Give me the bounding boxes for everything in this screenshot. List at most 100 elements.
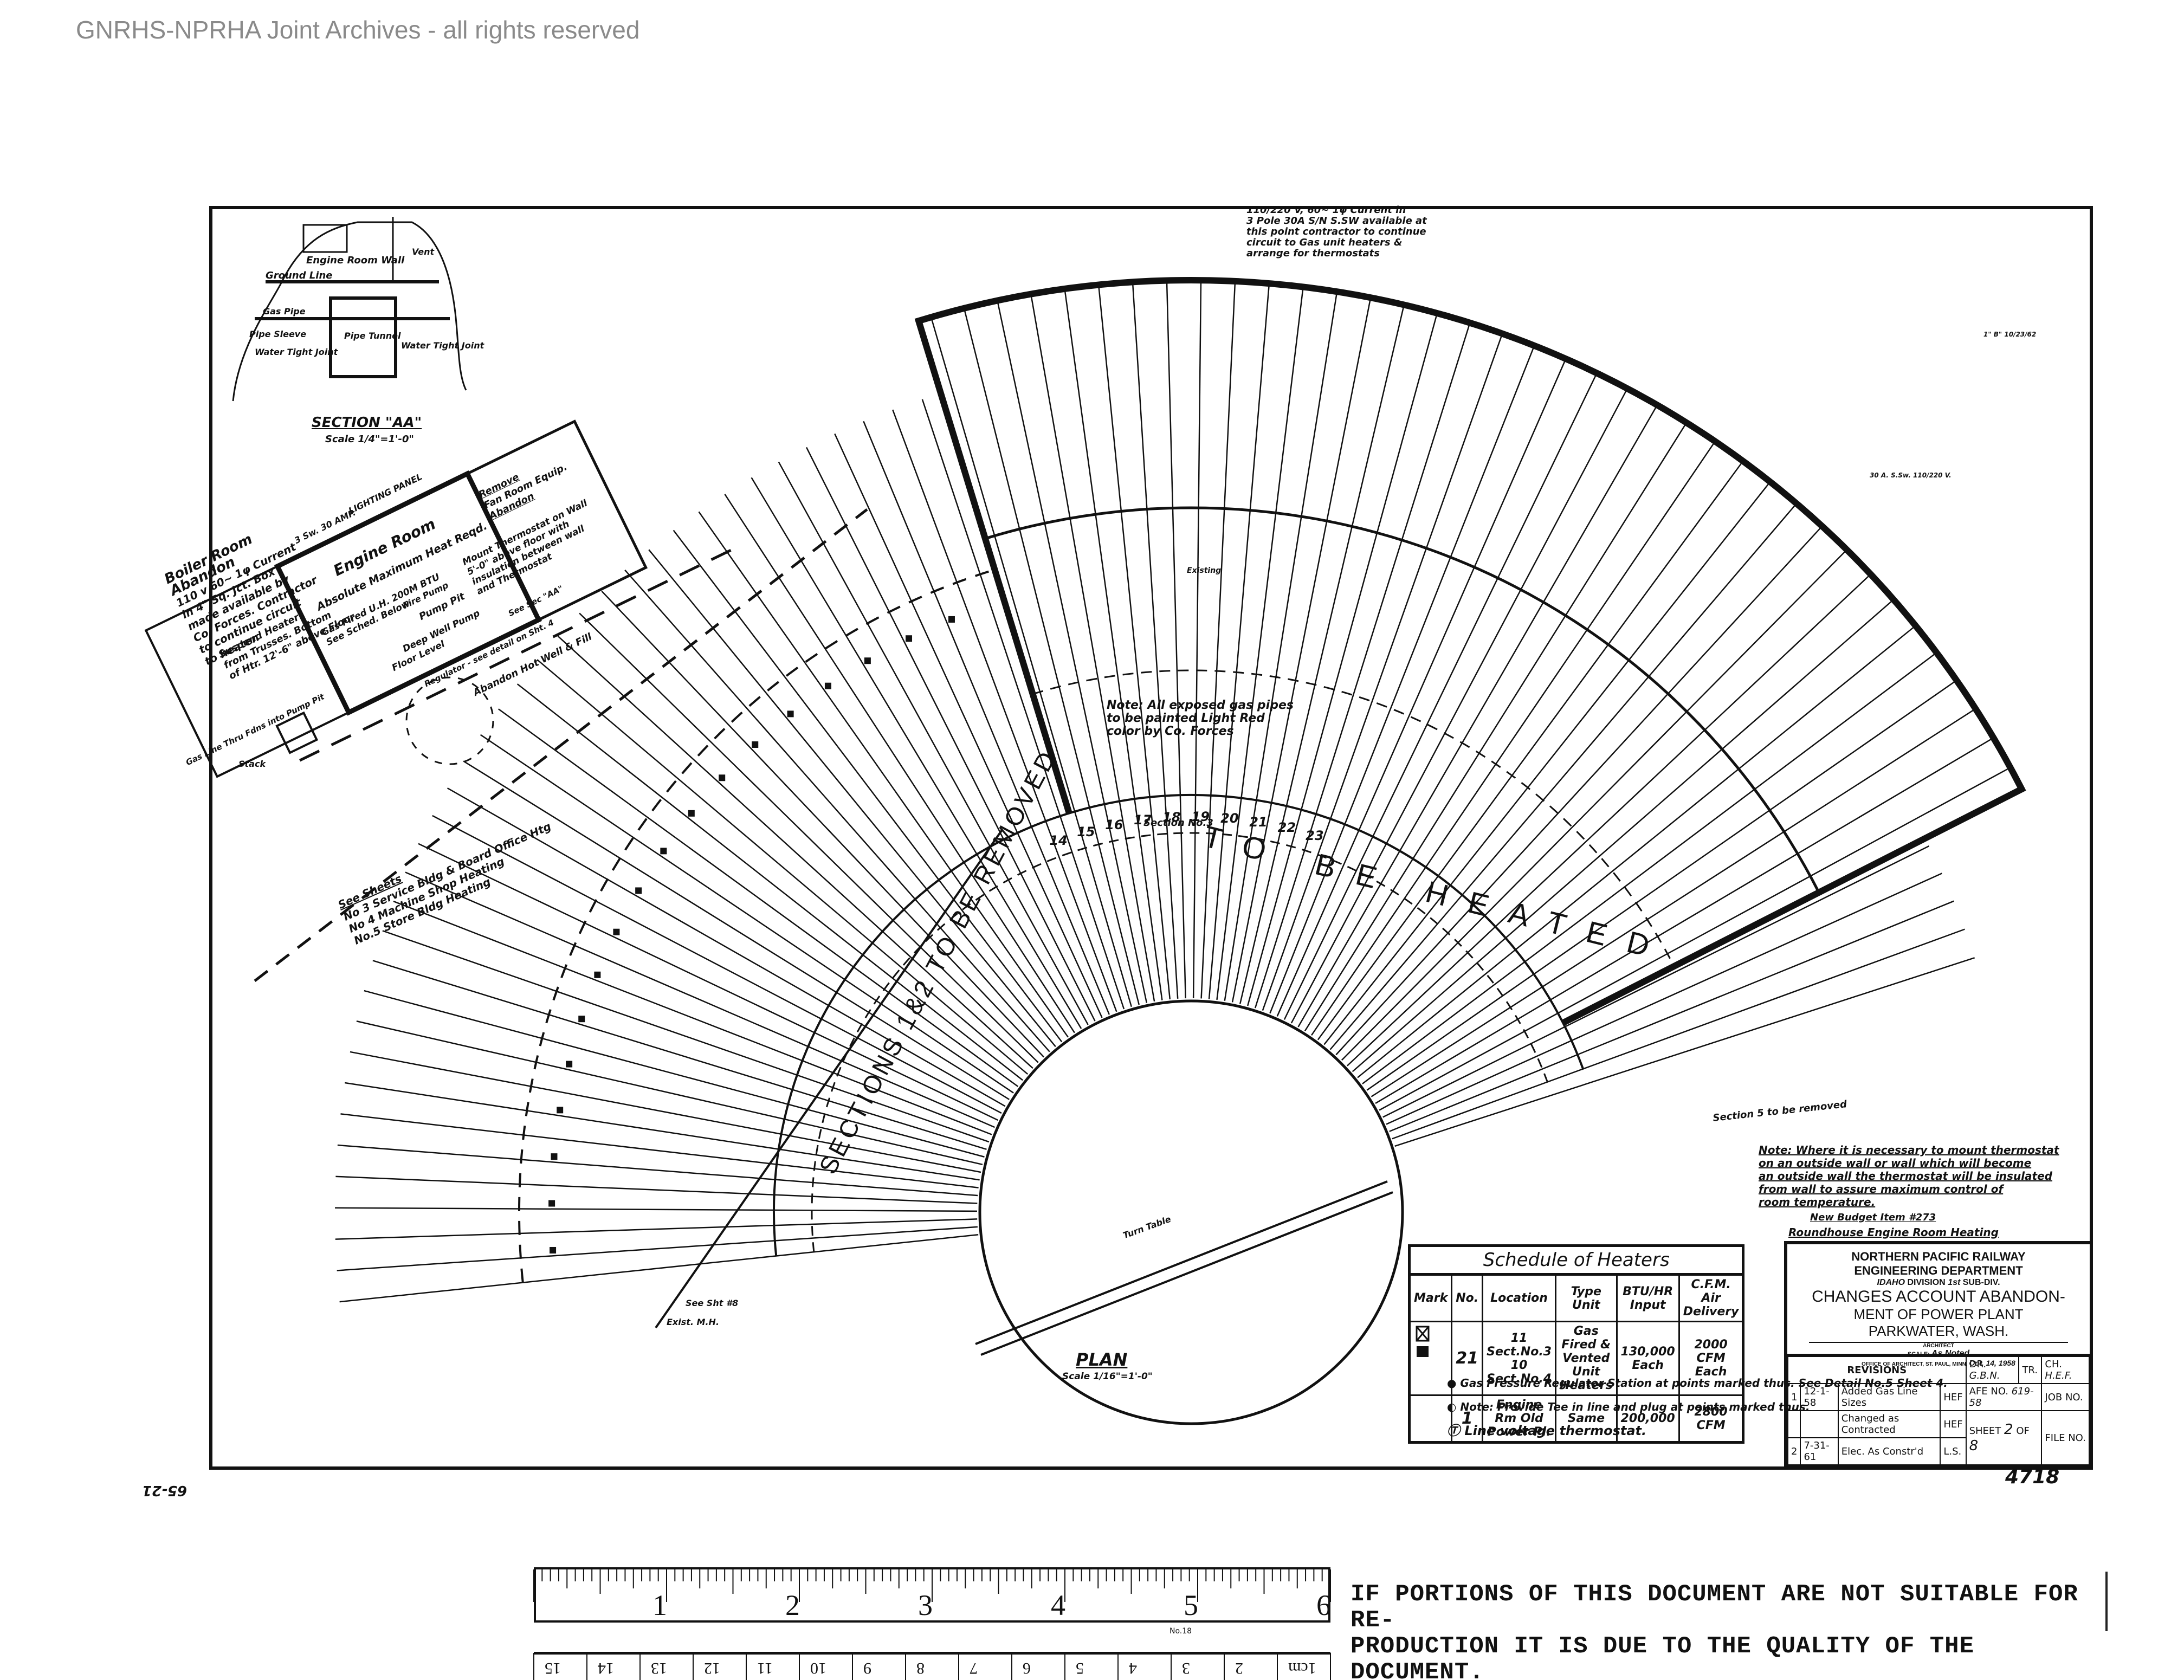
plan-scale: Scale 1/16"=1'-0"	[1062, 1371, 1153, 1382]
gas-main-arc	[985, 506, 1820, 893]
stall-line	[579, 612, 1039, 1063]
stall-line	[751, 477, 1082, 1029]
stall-line	[1192, 280, 1202, 999]
gas-line	[254, 508, 868, 982]
stall-line	[997, 300, 1148, 1003]
schedule-title: Schedule of Heaters	[1408, 1244, 1745, 1273]
regulator-dot-icon: ●	[1447, 1377, 1461, 1390]
inch-label: 2	[785, 1589, 800, 1621]
stall-line	[1366, 680, 1957, 1091]
heater-mark	[906, 635, 913, 642]
stall-line	[648, 549, 1056, 1048]
inch-label: 4	[1051, 1589, 1065, 1621]
stall-line	[1030, 294, 1155, 1002]
department-name: ENGINEERING DEPARTMENT	[1854, 1264, 2023, 1277]
heater-mark	[948, 616, 955, 623]
archive-watermark: GNRHS-NPRHA Joint Archives - all rights …	[76, 16, 640, 44]
stall-line	[1389, 900, 1954, 1132]
cm-label: 6	[1023, 1659, 1031, 1677]
thermostat-icon: Ⓣ	[1447, 1423, 1465, 1438]
stall-line	[339, 1234, 979, 1303]
stack-label: Stack	[238, 759, 266, 769]
stall-line	[805, 447, 1096, 1022]
gas-line-removed	[655, 828, 1004, 1329]
traced-by: TR.	[2018, 1356, 2043, 1384]
heated-building-outline	[914, 277, 2026, 1026]
heater-mark	[551, 1153, 558, 1160]
reproduction-disclaimer: IF PORTIONS OF THIS DOCUMENT ARE NOT SUI…	[1344, 1572, 2108, 1680]
stall-line	[892, 409, 1117, 1012]
cm-label: 14	[598, 1659, 614, 1677]
cm-label: 3	[1182, 1659, 1190, 1677]
sheet-no: SHEET 2 OF 8	[1965, 1410, 2043, 1465]
margin-note: 30 A. S.Sw. 110/220 V.	[1870, 471, 1952, 479]
stall-line	[516, 683, 1023, 1081]
stall-line	[1276, 358, 1567, 1017]
stall-line	[1335, 526, 1823, 1056]
stall-line	[382, 930, 990, 1143]
checked-by: CH. H.E.F.	[2041, 1356, 2090, 1384]
legend-item: ◐ Note: Provide Tee in line and plug at …	[1447, 1400, 1810, 1413]
stall-line	[1132, 282, 1179, 999]
stall-line	[1304, 422, 1688, 1032]
heater-mark	[566, 1061, 573, 1068]
stall-line	[1379, 767, 2011, 1111]
sec-aa-label: Water Tight Joint	[255, 347, 338, 357]
heater-mark	[688, 810, 695, 817]
job-no: JOB NO.	[2041, 1383, 2090, 1411]
stall-line	[698, 511, 1069, 1038]
revisions-label: REVISIONS	[1787, 1356, 1967, 1384]
stall-line	[1382, 845, 1930, 1118]
stall-line	[834, 433, 1103, 1018]
stall-line	[537, 659, 1029, 1075]
stall-line	[1208, 283, 1270, 999]
col-header: No.	[1451, 1274, 1484, 1322]
cm-label: 8	[916, 1659, 925, 1677]
stall-line	[498, 708, 1019, 1087]
cm-label: 13	[651, 1659, 667, 1677]
stall-line	[337, 1226, 978, 1271]
turntable-bridge	[975, 1180, 1388, 1345]
cell-btu: 130,000 Each	[1616, 1321, 1680, 1396]
sec-aa-label: Pipe Tunnel	[344, 331, 401, 341]
stall-line	[1371, 708, 1976, 1097]
cell-cfm: 2000 CFM Each	[1678, 1321, 1744, 1396]
stall-line	[1317, 461, 1744, 1041]
stall-line	[405, 871, 995, 1128]
stall-line	[480, 734, 1014, 1094]
stall-line	[1386, 873, 1942, 1125]
stall-number: 16	[1105, 817, 1123, 832]
stall-line	[1097, 285, 1171, 1000]
cell-location: Engine Rm Old Power Pl.	[1482, 1394, 1556, 1443]
rev-desc: Changed as Contracted	[1837, 1410, 1941, 1438]
rev-desc: Added Gas Line Sizes	[1837, 1383, 1941, 1411]
file-no: FILE NO.	[2041, 1410, 2090, 1465]
stall-line	[1064, 288, 1163, 1000]
inch-label: 1	[652, 1589, 667, 1621]
cell-location: 11 Sect.No.3 10 Sect.No.4	[1482, 1321, 1556, 1396]
margin-note: 1" B" 10/23/62	[1983, 331, 2037, 338]
stall-line	[1262, 333, 1503, 1011]
stall-line	[557, 635, 1033, 1069]
cell-btu: 200,000	[1616, 1394, 1680, 1443]
turntable-pit	[978, 999, 1404, 1425]
cm-label: 9	[863, 1659, 871, 1677]
sec-aa-label: Water Tight Joint	[401, 340, 484, 351]
stall-line	[1254, 322, 1471, 1009]
stack-symbol	[275, 711, 319, 754]
stall-line	[1216, 287, 1304, 1000]
heater-mark	[594, 971, 601, 978]
col-header: Location	[1482, 1274, 1556, 1322]
x-box-symbol	[1408, 1321, 1453, 1396]
heater-mark	[550, 1246, 557, 1253]
stall-line	[601, 591, 1045, 1058]
stall-line	[1392, 928, 1965, 1140]
sec-aa-label: Engine Room Wall	[306, 255, 405, 266]
stall-line	[1375, 737, 1994, 1104]
stall-line	[337, 1144, 978, 1197]
stall-line	[1224, 291, 1338, 1001]
heater-mark	[752, 741, 759, 748]
sec-aa-label: Vent	[412, 247, 435, 257]
